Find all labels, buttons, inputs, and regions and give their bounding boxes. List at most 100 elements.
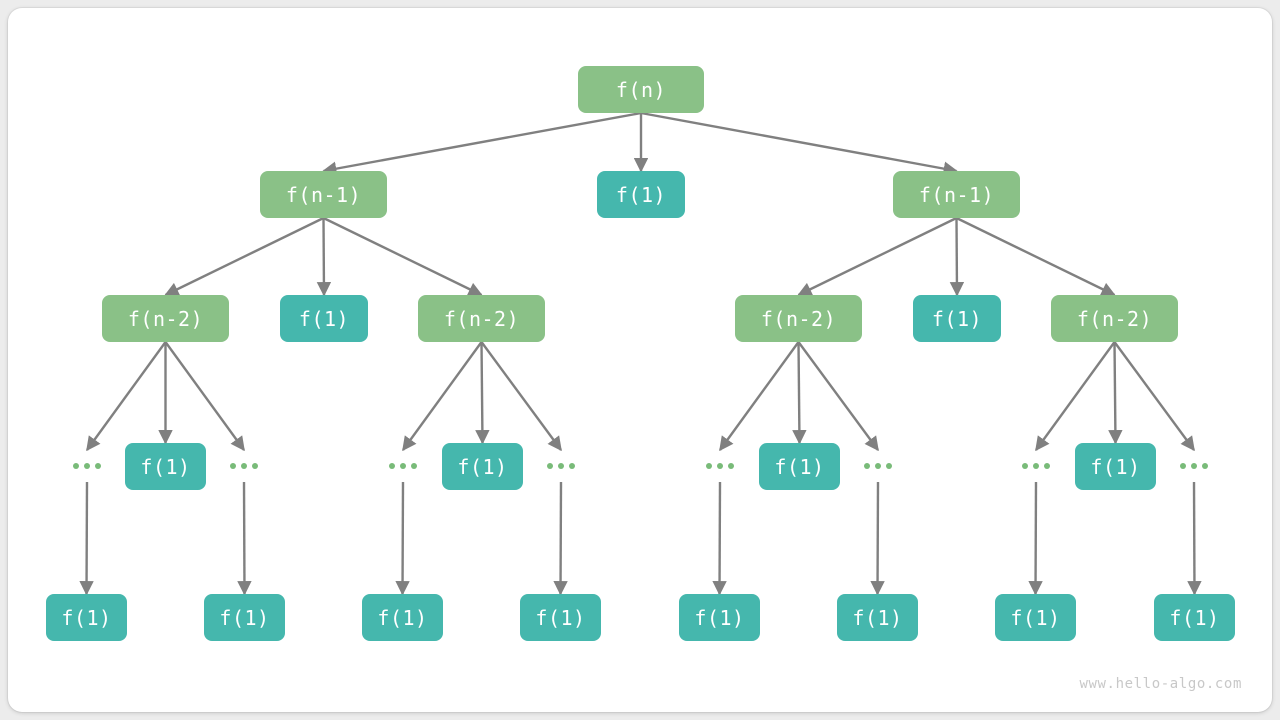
node-label: f(n-2) [127,306,204,331]
tree-edge [1035,341,1116,452]
tree-edge [164,341,245,452]
base-case-node: f(1) [280,295,368,342]
node-label: f(1) [774,454,825,479]
recursive-call-node: f(n-1) [260,171,387,218]
ellipsis-dot [241,463,247,469]
base-case-node: f(1) [520,594,601,641]
tree-edge [1108,341,1123,445]
node-label: f(1) [1090,454,1141,479]
diagram-canvas: f(n) f(n-1) f(1) f(n-1) f(n-2) f(1) f(n-2) f(n-… [8,8,1272,712]
base-case-node: f(1) [837,594,918,641]
ellipsis-dot [95,463,101,469]
node-label: f(n-1) [285,182,362,207]
tree-edge [237,481,252,596]
ellipsis-node [1014,450,1058,482]
node-label: f(1) [1010,605,1061,630]
node-label: f(n-2) [760,306,837,331]
tree-edge [955,216,1116,297]
base-case-node: f(1) [759,443,840,490]
tree-edge [797,216,958,297]
tree-edge [797,341,879,452]
tree-edge [949,217,965,297]
tree-edge [480,341,562,452]
recursive-call-node: f(n-2) [102,295,229,342]
ellipsis-dot [1022,463,1028,469]
ellipsis-dot [389,463,395,469]
tree-edge [1113,341,1195,452]
recursive-call-node: f(n-1) [893,171,1020,218]
recursive-call-node: f(n-2) [1051,295,1178,342]
tree-edge [395,481,410,596]
ellipsis-dot [411,463,417,469]
base-case-node: f(1) [995,594,1076,641]
ellipsis-dot [558,463,564,469]
tree-edge [792,341,807,445]
node-label: f(n) [615,77,667,102]
ellipsis-dot [252,463,258,469]
tree-edge [1028,481,1043,596]
ellipsis-node [65,450,109,482]
ellipsis-dot [886,463,892,469]
ellipsis-dot [706,463,712,469]
tree-edge [322,111,642,176]
base-case-node: f(1) [442,443,523,490]
base-case-node: f(1) [46,594,127,641]
node-label: f(1) [1169,605,1220,630]
ellipsis-dot [1044,463,1050,469]
tree-edge [475,341,490,445]
ellipsis-dot [1202,463,1208,469]
tree-edge [79,481,94,596]
ellipsis-node [698,450,742,482]
tree-edge [553,481,568,596]
ellipsis-node [856,450,900,482]
ellipsis-dot [1033,463,1039,469]
tree-edge [712,481,727,596]
node-label: f(1) [140,454,191,479]
node-label: f(n-1) [918,182,995,207]
ellipsis-node [222,450,266,482]
tree-edge [164,216,325,297]
tree-edge [719,341,800,452]
watermark: www.hello-algo.com [1079,676,1242,692]
ellipsis-dot [547,463,553,469]
ellipsis-dot [230,463,236,469]
tree-edge [316,217,332,297]
base-case-node: f(1) [1154,594,1235,641]
tree-edge [870,481,885,596]
node-label: f(1) [852,605,903,630]
base-case-node: f(1) [679,594,760,641]
ellipsis-dot [1191,463,1197,469]
base-case-node: f(1) [913,295,1001,342]
base-case-node: f(1) [1075,443,1156,490]
ellipsis-dot [728,463,734,469]
ellipsis-dot [400,463,406,469]
ellipsis-dot [864,463,870,469]
recursive-call-node: f(n-2) [418,295,545,342]
base-case-node: f(1) [204,594,285,641]
tree-edge [640,111,958,176]
ellipsis-node [539,450,583,482]
node-label: f(1) [457,454,508,479]
node-label: f(n-2) [443,306,520,331]
tree-edge [322,216,483,297]
node-label: f(1) [615,182,667,207]
tree-edge [86,341,167,452]
ellipsis-dot [84,463,90,469]
edge-layer [79,111,1202,596]
node-label: f(n-2) [1076,306,1153,331]
ellipsis-node [1172,450,1216,482]
ellipsis-dot [875,463,881,469]
node-label: f(1) [219,605,270,630]
ellipsis-dot [717,463,723,469]
node-label: f(1) [931,306,983,331]
node-label: f(1) [61,605,112,630]
tree-edge [402,341,483,452]
node-label: f(1) [377,605,428,630]
tree-edge [1187,481,1202,596]
ellipsis-dot [569,463,575,469]
base-case-node: f(1) [597,171,685,218]
node-label: f(1) [535,605,586,630]
base-case-node: f(1) [362,594,443,641]
recursive-call-node: f(n-2) [735,295,862,342]
base-case-node: f(1) [125,443,206,490]
